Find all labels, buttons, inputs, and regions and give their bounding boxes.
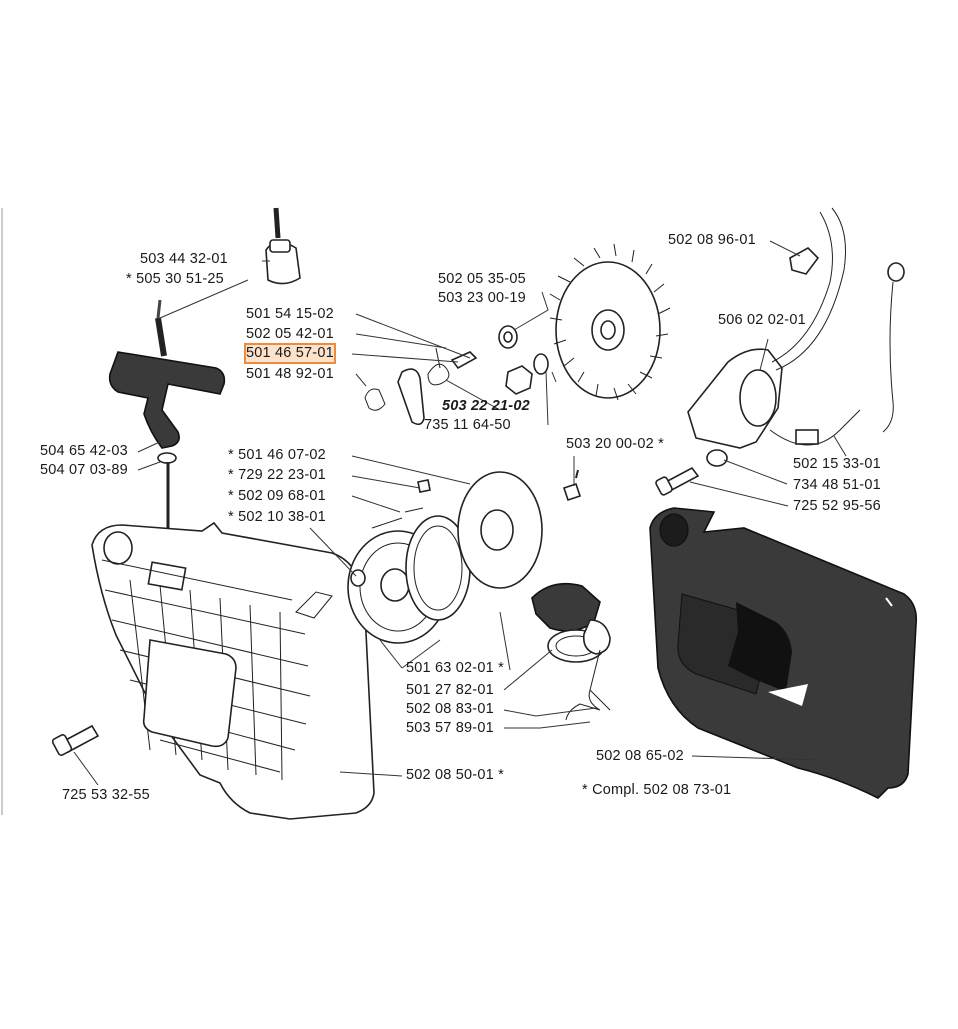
label-502-15-33-01: 502 15 33-01 bbox=[793, 456, 881, 472]
label-501-48-92-01: 501 48 92-01 bbox=[246, 366, 334, 382]
label-502-08-50-01: 502 08 50-01 * bbox=[406, 767, 504, 783]
label-502-08-83-01: 502 08 83-01 bbox=[406, 701, 494, 717]
screw bbox=[417, 479, 431, 493]
label-503-44-32-01: 503 44 32-01 bbox=[140, 251, 228, 267]
tank-cap bbox=[531, 582, 611, 721]
label-501-46-07-02: * 501 46 07-02 bbox=[228, 447, 326, 463]
label-506-02-02-01: 506 02 02-01 bbox=[718, 312, 806, 328]
label-503-57-89-01: 503 57 89-01 bbox=[406, 720, 494, 736]
label-503-23-00-19: 503 23 00-19 bbox=[438, 290, 526, 306]
starter-housing bbox=[91, 521, 375, 820]
starter-rope-top bbox=[265, 207, 301, 285]
label-504-65-42-03: 504 65 42-03 bbox=[40, 443, 128, 459]
label-502-05-35-05: 502 05 35-05 bbox=[438, 271, 526, 287]
label-501-27-82-01: 501 27 82-01 bbox=[406, 682, 494, 698]
starter-handle bbox=[108, 299, 226, 580]
ignition-module bbox=[687, 207, 905, 449]
label-502-10-38-01: * 502 10 38-01 bbox=[228, 509, 326, 525]
washer-and-nut bbox=[498, 325, 549, 395]
label-505-30-51-25: * 505 30 51-25 bbox=[126, 271, 224, 287]
terminal bbox=[789, 247, 820, 275]
label-502-05-42-01: 502 05 42-01 bbox=[246, 326, 334, 342]
label-502-08-65-02: 502 08 65-02 bbox=[596, 748, 684, 764]
starter-pulley bbox=[347, 471, 543, 644]
module-bolts bbox=[562, 449, 728, 502]
label-725-52-95-56: 725 52 95-56 bbox=[793, 498, 881, 514]
leader-lines bbox=[73, 240, 847, 786]
label-501-46-57-01-highlighted[interactable]: 501 46 57-01 bbox=[244, 343, 336, 364]
label-735-11-64-50: 735 11 64-50 bbox=[424, 417, 511, 433]
pawl-parts bbox=[364, 347, 478, 426]
flywheel bbox=[549, 243, 671, 401]
label-729-22-23-01: * 729 22 23-01 bbox=[228, 467, 326, 483]
housing-bolt bbox=[51, 724, 100, 756]
label-502-09-68-01: * 502 09 68-01 bbox=[228, 488, 326, 504]
label-503-22-21-02: 503 22 21-02 bbox=[442, 398, 530, 414]
label-725-53-32-55: 725 53 32-55 bbox=[62, 787, 150, 803]
fuel-tank-housing bbox=[649, 507, 918, 799]
label-503-20-00-02: 503 20 00-02 * bbox=[566, 436, 664, 452]
compl-note: * Compl. 502 08 73-01 bbox=[582, 782, 732, 798]
label-501-54-15-02: 501 54 15-02 bbox=[246, 306, 334, 322]
label-734-48-51-01: 734 48 51-01 bbox=[793, 477, 881, 493]
label-504-07-03-89: 504 07 03-89 bbox=[40, 462, 128, 478]
label-501-63-02-01: 501 63 02-01 * bbox=[406, 660, 504, 676]
label-502-08-96-01: 502 08 96-01 bbox=[668, 232, 756, 248]
